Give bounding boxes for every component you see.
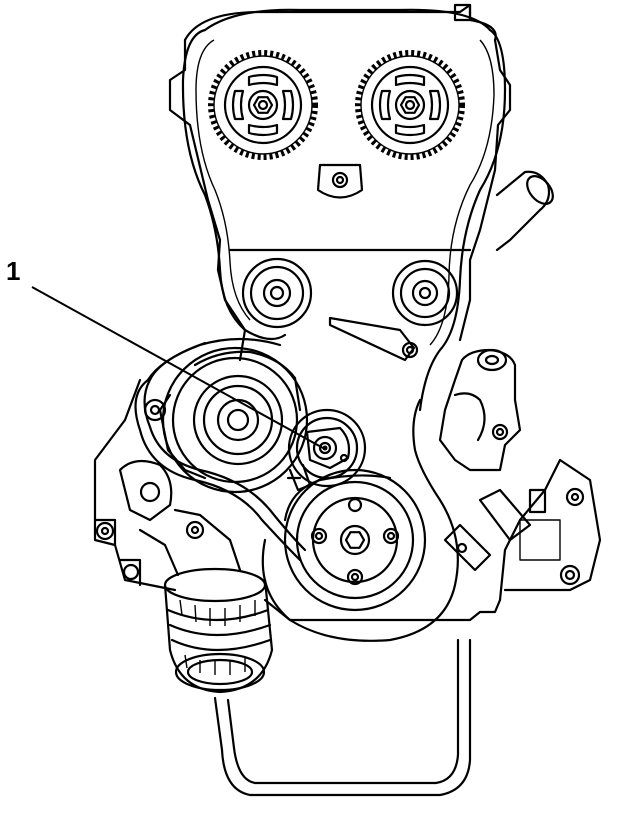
crankshaft-pulley — [283, 468, 427, 612]
callout-leader-line — [31, 286, 324, 449]
coolant-outlet-pipe — [495, 170, 554, 252]
intake-camshaft-sprocket — [211, 53, 315, 157]
exhaust-camshaft-sprocket — [358, 53, 462, 157]
callout-number: 1 — [6, 256, 20, 286]
oil-pump — [118, 459, 242, 577]
generator — [143, 346, 309, 494]
oil-pan — [213, 638, 472, 797]
oil-filter — [163, 567, 274, 694]
callout-1: 1 — [6, 256, 324, 449]
timing-idler-pulley-left — [241, 257, 313, 329]
timing-tensioner-pulley — [328, 259, 459, 362]
drive-belt-tensioner-bolt — [322, 445, 328, 451]
water-pump-housing — [438, 348, 532, 572]
drive-belt-tensioner — [286, 408, 367, 492]
timing-belt-guide — [316, 163, 364, 199]
timing-cover — [181, 8, 507, 412]
